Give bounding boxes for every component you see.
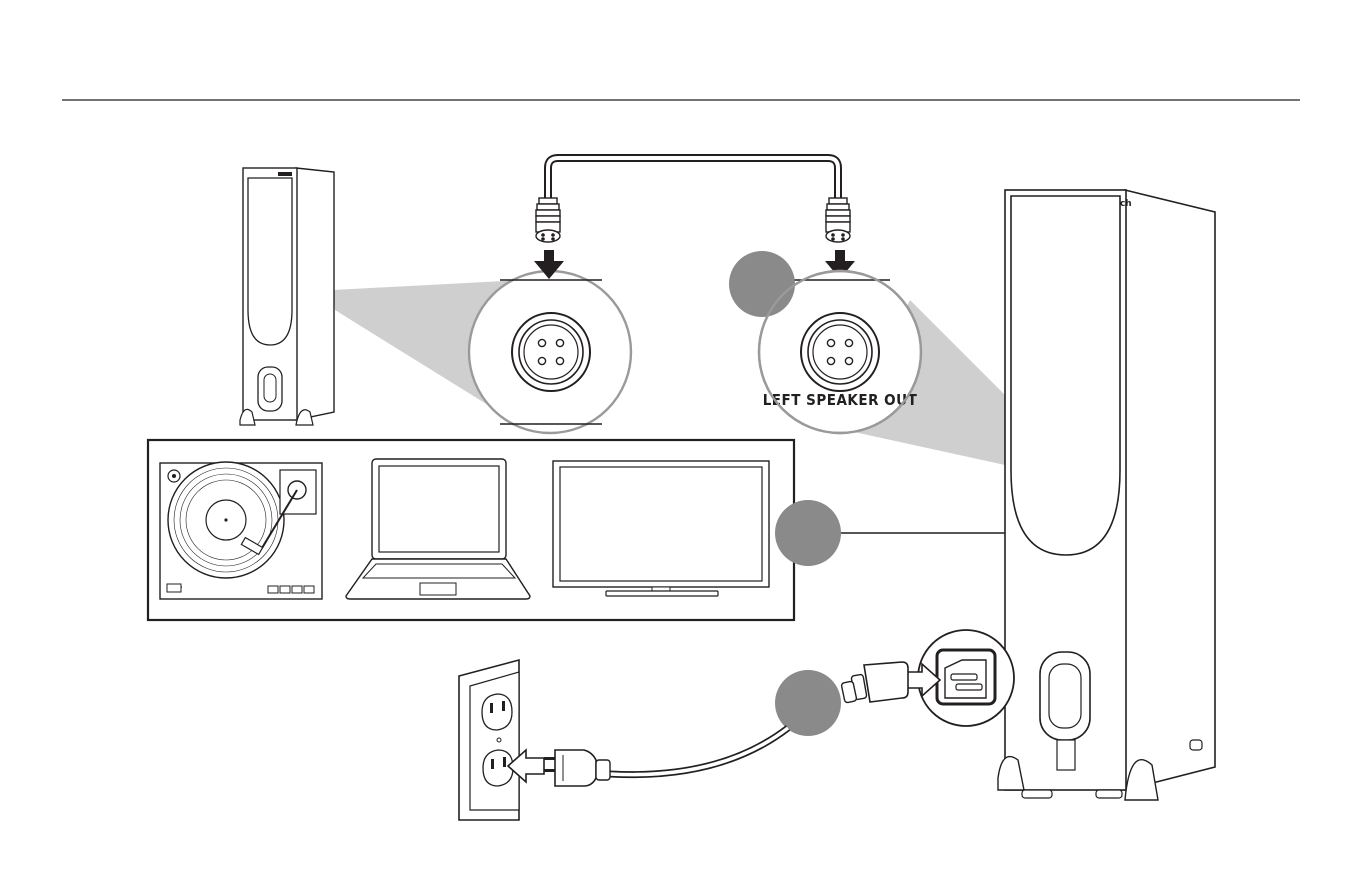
left-speaker-input-zoom	[469, 271, 631, 433]
left-speaker-input-jack	[512, 313, 590, 391]
speaker-cable	[534, 158, 855, 279]
laptop-icon	[346, 459, 530, 599]
cable-plug-right	[826, 198, 850, 242]
left-speaker-logo	[278, 172, 292, 176]
audio-sources-panel	[148, 440, 794, 620]
step-badge-audio-source	[775, 500, 841, 566]
right-speaker: Klipsch	[998, 190, 1215, 800]
wall-plug	[544, 750, 610, 786]
cable-plug-left	[536, 198, 560, 242]
turntable-icon	[160, 462, 322, 599]
wall-outlet	[459, 660, 519, 820]
tv-icon	[553, 461, 769, 596]
step-badge-speaker-cable	[729, 251, 795, 317]
left-speaker-out-jack	[801, 313, 879, 391]
port-label: LEFT SPEAKER OUT	[763, 391, 918, 409]
